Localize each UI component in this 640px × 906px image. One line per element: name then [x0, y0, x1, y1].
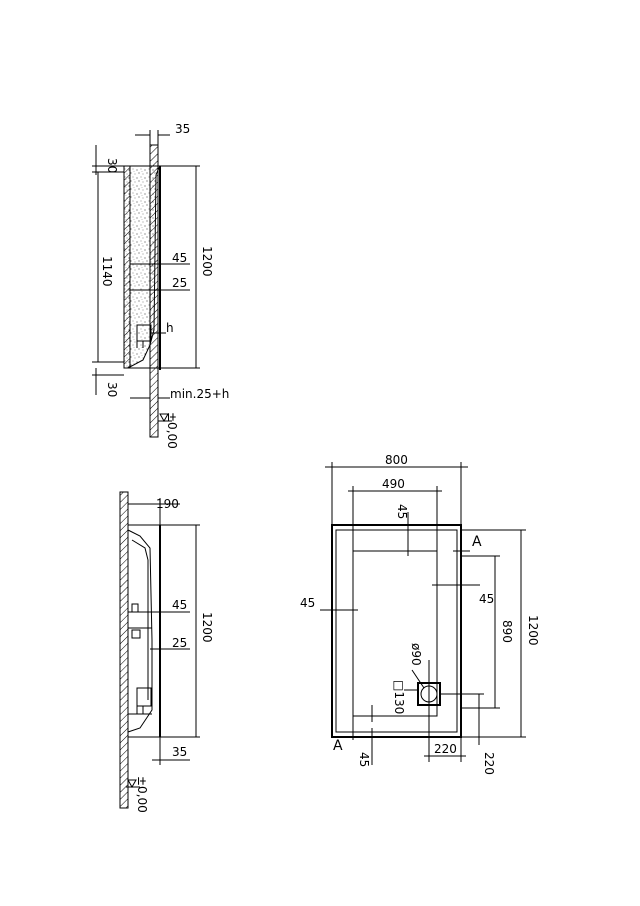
dim-220-h: 220 — [434, 742, 457, 756]
level-bottom: ±0,00 — [135, 776, 149, 813]
side-section-top: 35 30 1140 1200 45 25 h 30 min.25+h — [92, 122, 229, 449]
dim-45-bottom-plan: 45 — [357, 752, 371, 767]
dim-35-top: 35 — [175, 122, 190, 136]
dim-800: 800 — [385, 453, 408, 467]
level-top: ±0,00 — [165, 412, 179, 449]
dim-45-bottom: 45 — [172, 598, 187, 612]
dim-1200-plan: 1200 — [526, 615, 540, 646]
section-a-top: A — [472, 534, 482, 550]
dim-130: □130 — [392, 680, 406, 714]
dim-1140: 1140 — [100, 256, 114, 287]
tray-rim-top — [123, 165, 131, 369]
section-a-bottom: A — [333, 738, 343, 754]
dim-45-left: 45 — [300, 596, 315, 610]
dim-45-right: 45 — [479, 592, 494, 606]
dim-25-top: 25 — [172, 276, 187, 290]
dim-220-v: 220 — [482, 752, 496, 775]
dim-30-top: 30 — [105, 158, 119, 173]
dim-190: 190 — [156, 497, 179, 511]
dim-1200-top: 1200 — [200, 246, 214, 277]
tray-rim — [335, 529, 458, 733]
dim-45-top: 45 — [172, 251, 187, 265]
dim-phi90: ø90 — [409, 643, 423, 666]
dim-h: h — [166, 321, 174, 335]
dim-35-bottom: 35 — [172, 745, 187, 759]
dim-30-bottom: 30 — [105, 382, 119, 397]
dim-890: 890 — [500, 620, 514, 643]
drain-bottom — [136, 687, 152, 707]
dim-45-top-plan: 45 — [395, 504, 409, 519]
dim-25-bottom: 25 — [172, 636, 187, 650]
wall-bottom — [119, 491, 129, 809]
tray-basin — [352, 550, 438, 717]
tray-outline — [331, 524, 462, 738]
plan-view: 800 490 45 45 45 A 890 1200 ø90 — [300, 453, 540, 775]
dim-1200-bottom: 1200 — [200, 612, 214, 643]
dim-490: 490 — [382, 477, 405, 491]
side-section-bottom: 190 45 25 1200 35 ±0,00 — [119, 491, 214, 813]
dim-min: min.25+h — [170, 387, 229, 401]
